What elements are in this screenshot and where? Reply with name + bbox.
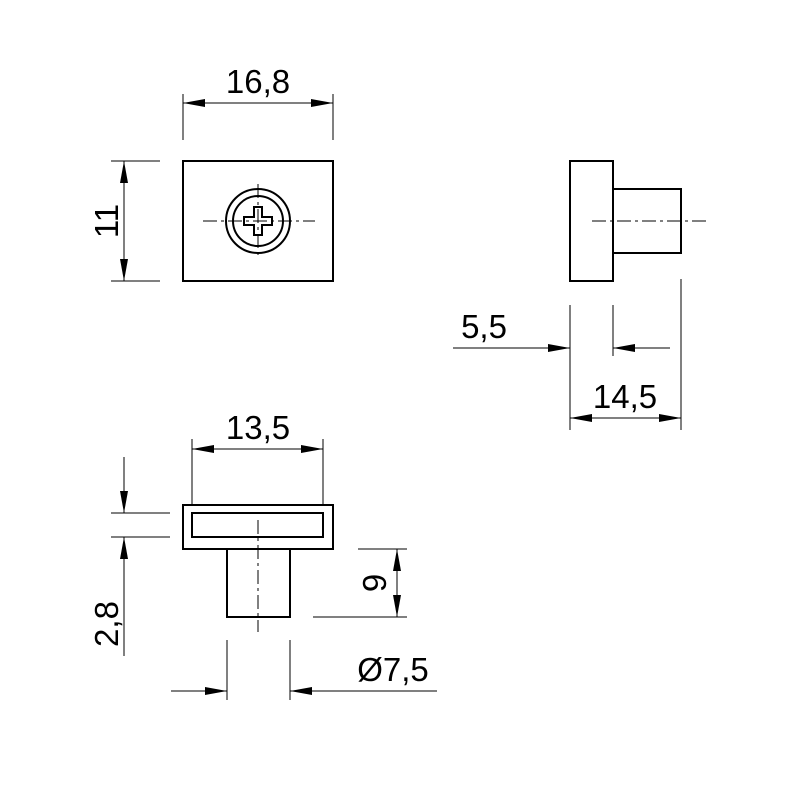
dim-label-top-width: 16,8 — [226, 63, 290, 100]
dim-side-total: 14,5 — [570, 279, 682, 430]
front-view-pin — [226, 549, 291, 618]
screw-head-outer — [225, 188, 291, 254]
dim-label-front-pin-length: 9 — [356, 574, 393, 592]
dim-label-front-pin-diameter: Ø7,5 — [357, 651, 429, 688]
dim-label-front-flange-thickness: 2,8 — [88, 601, 125, 647]
dim-label-side-total: 14,5 — [593, 378, 657, 415]
dim-front-flange-thickness: 2,8 — [88, 457, 170, 656]
dim-label-front-width: 13,5 — [226, 409, 290, 446]
top-view-body — [182, 160, 334, 282]
dim-front-width: 13,5 — [191, 409, 324, 505]
dim-label-side-flange: 5,5 — [461, 308, 507, 345]
dim-top-height: 11 — [88, 160, 160, 282]
screw-head-inner — [232, 195, 284, 247]
front-view: 13,5 2,8 9 Ø7,5 — [88, 409, 437, 700]
dim-top-width: 16,8 — [182, 63, 334, 140]
dim-label-top-height: 11 — [88, 204, 125, 238]
dim-side-flange: 5,5 — [453, 305, 670, 430]
side-view: 5,5 14,5 — [453, 160, 706, 430]
phillips-cross-icon — [243, 206, 273, 236]
dim-front-pin-diameter: Ø7,5 — [171, 640, 437, 700]
top-view: 16,8 11 — [88, 63, 334, 282]
front-view-flange-inner — [191, 512, 324, 538]
side-view-flange — [569, 160, 614, 282]
dim-front-pin-length: 9 — [313, 548, 407, 618]
